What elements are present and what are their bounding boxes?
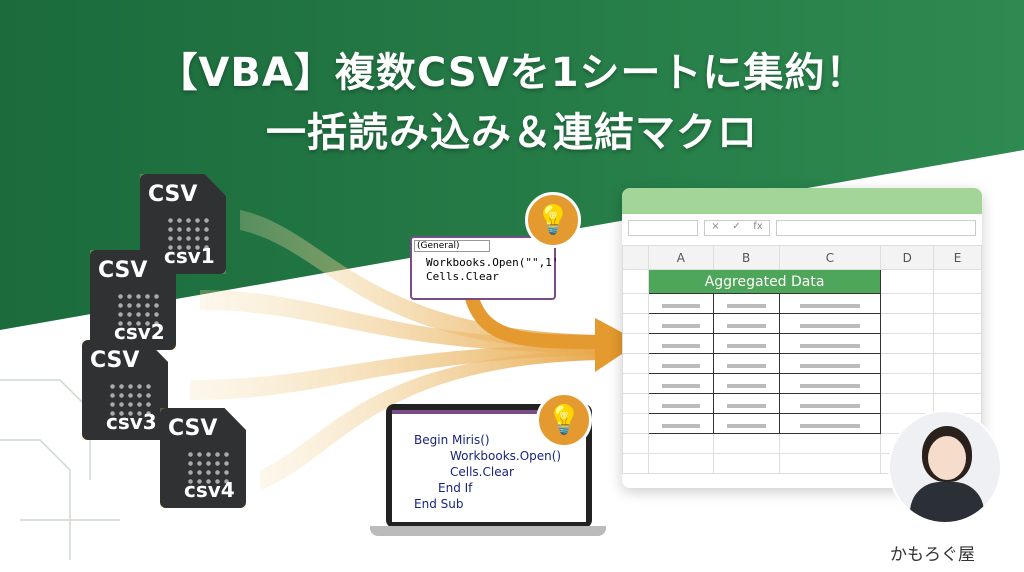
avatar xyxy=(888,410,1002,524)
merged-header-cell[interactable]: Aggregated Data xyxy=(647,269,882,294)
column-header[interactable]: A xyxy=(647,245,714,270)
check-icon[interactable]: ✓ xyxy=(732,221,741,232)
table-row xyxy=(622,333,982,354)
lightbulb-icon: 💡 xyxy=(525,192,581,248)
code-line: Cells.Clear xyxy=(450,465,514,479)
code-line: Workbooks.Open("",1' xyxy=(426,256,559,269)
code-line: End Sub xyxy=(414,497,464,511)
column-header[interactable]: D xyxy=(880,245,935,270)
procedure-dropdown[interactable]: (General) xyxy=(414,240,490,252)
code-line: Workbooks.Open() xyxy=(450,449,562,463)
laptop-base xyxy=(370,526,606,536)
code-line: Cells.Clear xyxy=(426,270,499,283)
vba-editor-small: (General) Workbooks.Open("",1'Cells.Clea… xyxy=(410,236,559,300)
code-line: Begin Miris() xyxy=(414,433,490,447)
column-header[interactable]: C xyxy=(778,245,882,270)
formula-bar[interactable] xyxy=(776,220,976,236)
table-row xyxy=(622,393,982,414)
table-row xyxy=(622,353,982,374)
arrow-head xyxy=(595,318,640,372)
title-line-2: 一括読み込み＆連結マクロ xyxy=(266,110,758,156)
brand-name: かもろぐ屋 xyxy=(890,545,975,565)
lightbulb-icon: 💡 xyxy=(536,392,592,448)
code-line: End If xyxy=(438,481,473,495)
column-header[interactable]: E xyxy=(933,245,982,270)
table-row xyxy=(622,293,982,314)
column-header[interactable]: B xyxy=(712,245,780,270)
table-row xyxy=(622,373,982,394)
title-line-1: 【VBA】複数CSVを1シートに集約！ xyxy=(157,50,867,96)
table-row xyxy=(622,313,982,334)
cancel-icon[interactable]: × xyxy=(711,221,720,232)
fx-icon[interactable]: fx xyxy=(753,221,763,232)
name-box[interactable] xyxy=(628,220,698,236)
